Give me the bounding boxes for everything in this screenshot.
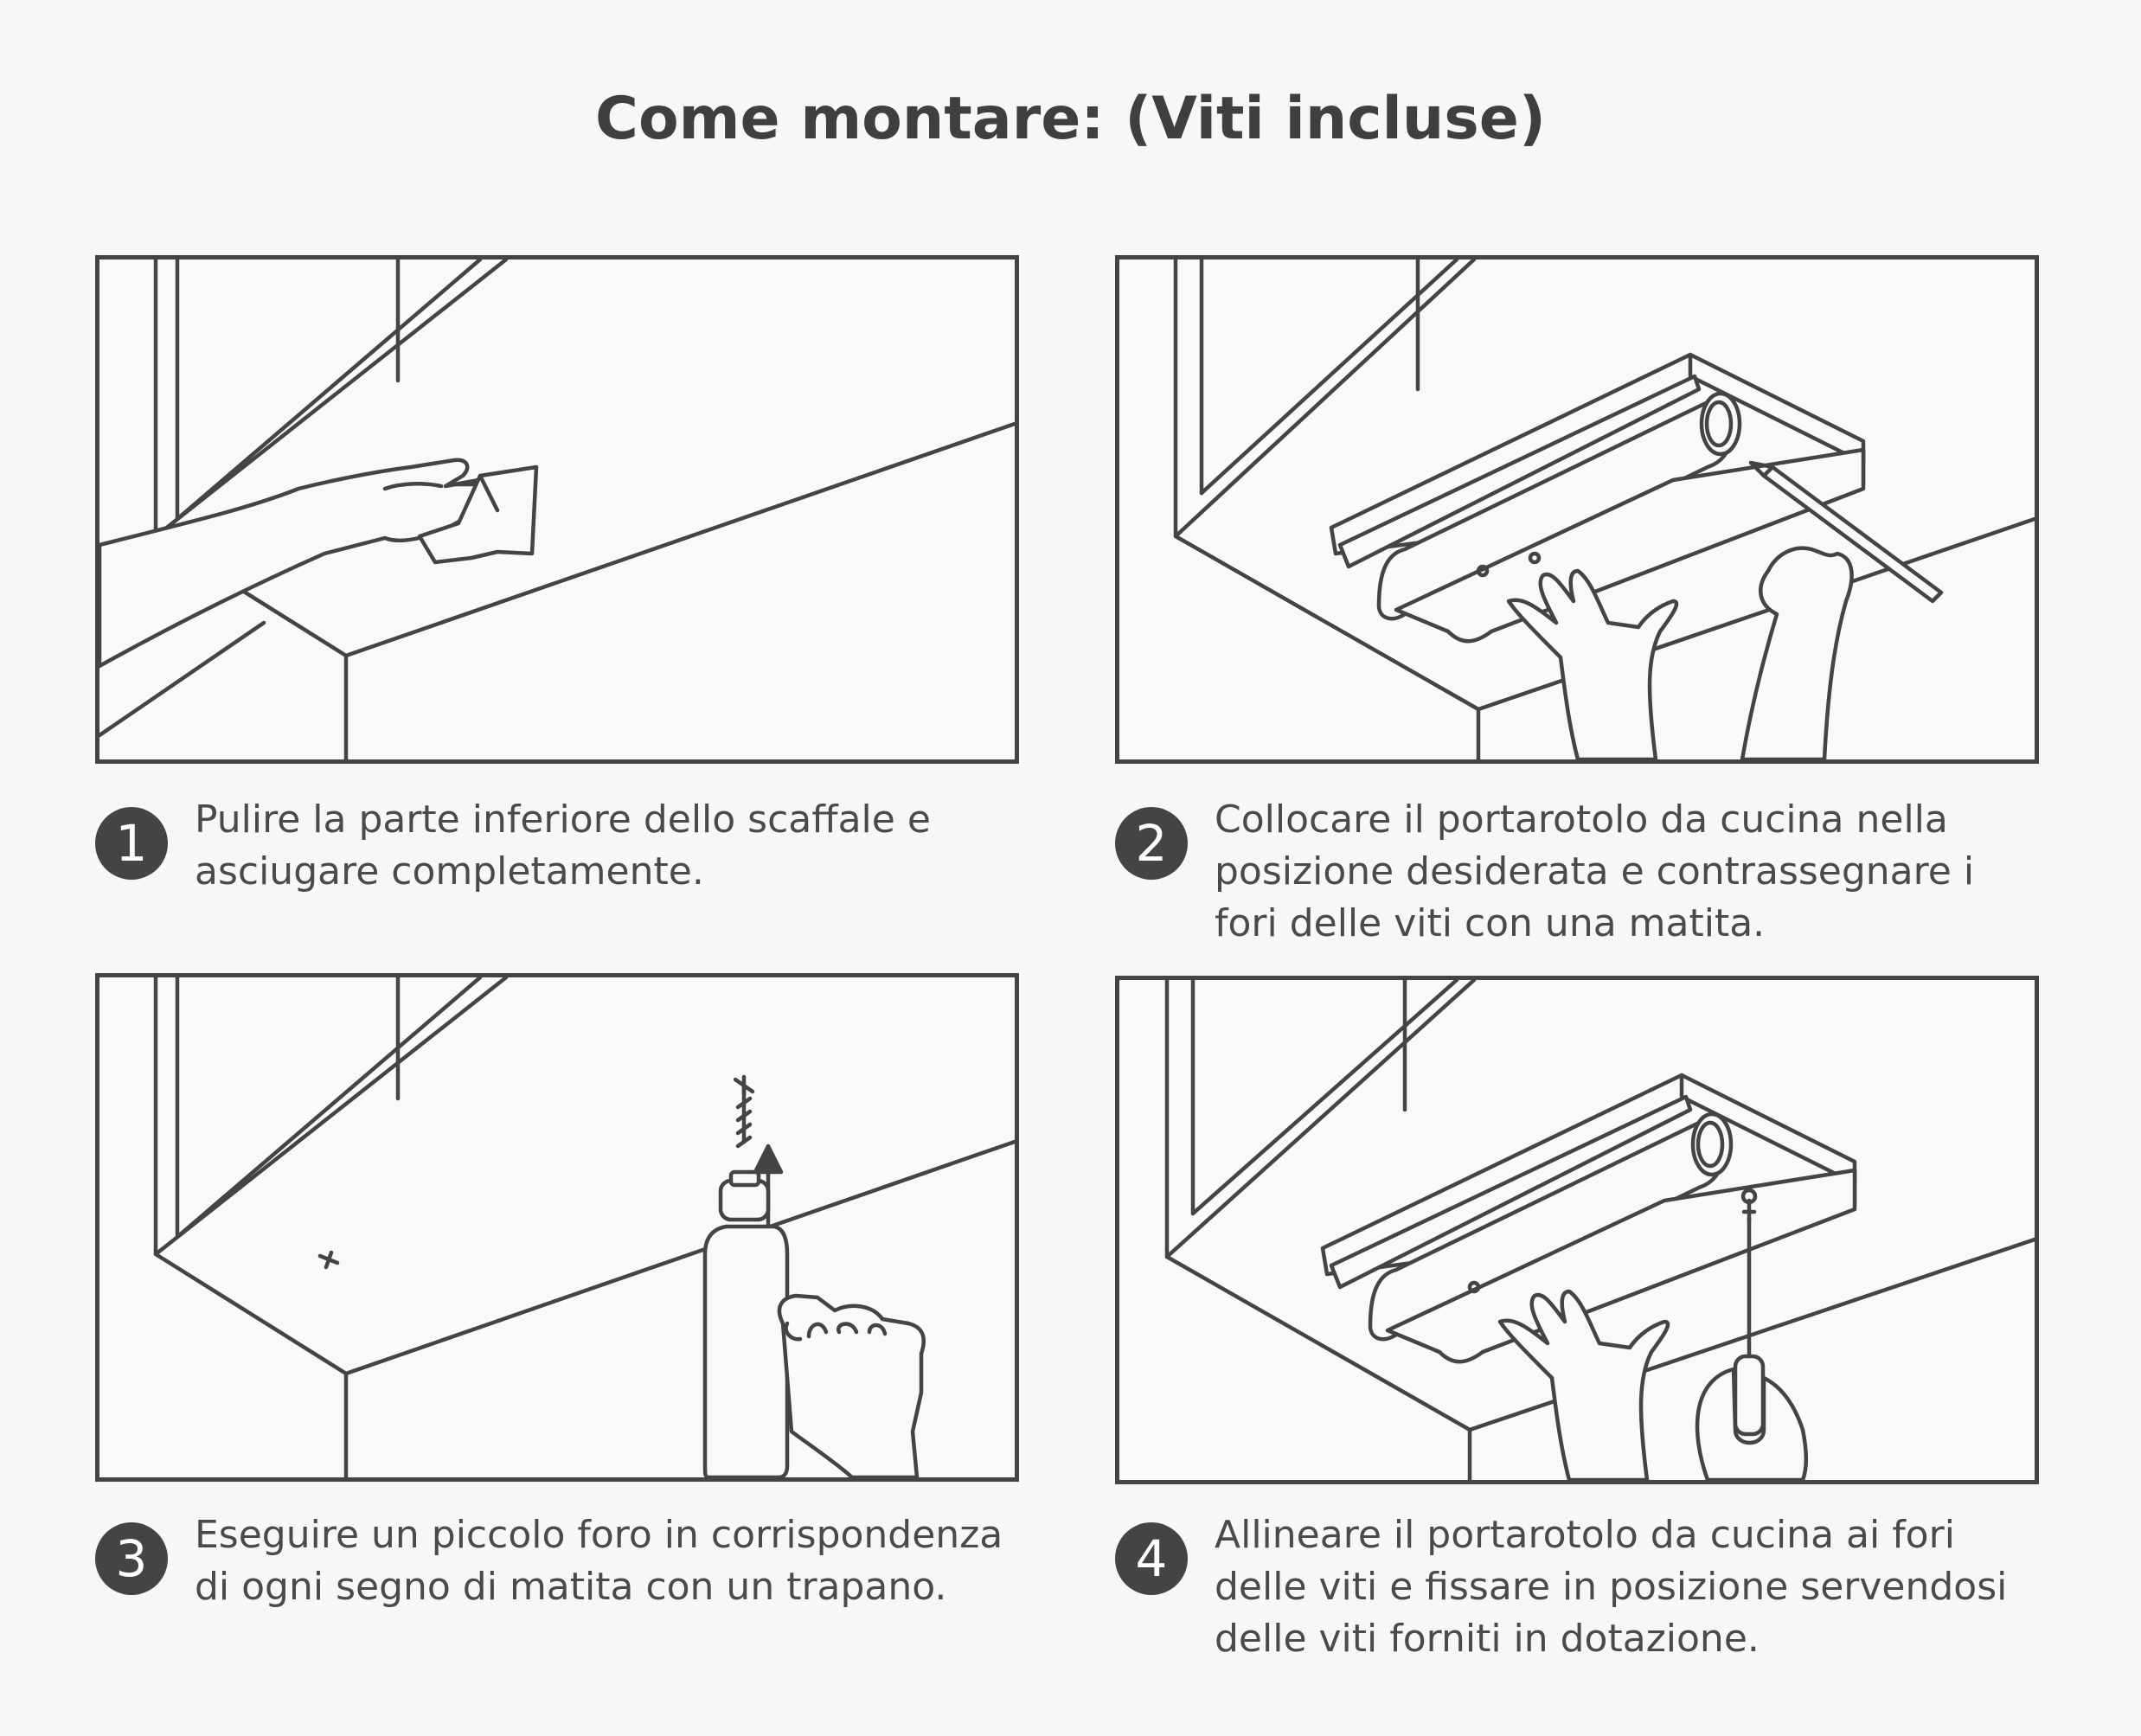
hand-icon	[777, 1293, 926, 1477]
hand-icon	[1497, 1289, 1670, 1480]
step-instruction: Collocare il portarotolo da cucina nella…	[1215, 798, 1975, 945]
paper-towel-holder	[1320, 1073, 1857, 1364]
pencil-icon	[1748, 460, 1944, 604]
illustration-step-1	[95, 255, 1019, 764]
illustration-step-4	[1115, 976, 2039, 1484]
drill-icon	[702, 1074, 790, 1477]
step-number-badge: 4	[1115, 1522, 1188, 1595]
step-3: 3 Eseguire un piccolo foro in corrispond…	[95, 1509, 1029, 1682]
illustration-step-2	[1115, 255, 2039, 764]
step-number-badge: 2	[1115, 807, 1188, 880]
step-4: 4 Allineare il portarotolo da cucina ai …	[1115, 1509, 2049, 1682]
step-number-badge: 3	[95, 1522, 168, 1595]
step-1: 1 Pulire la parte inferiore dello scaffa…	[95, 794, 1029, 967]
drilling-illustration	[153, 977, 1015, 1477]
hand-icon	[1695, 1367, 1808, 1480]
hand-icon	[1740, 546, 1854, 759]
pencil-mark	[317, 1250, 340, 1270]
step-2: 2 Collocare il portarotolo da cucina nel…	[1115, 794, 2049, 967]
step-number-badge: 1	[95, 807, 168, 880]
paper-towel-holder	[1329, 352, 1866, 644]
page-title: Come montare: (Viti incluse)	[595, 85, 1546, 153]
illustration-step-3	[95, 973, 1019, 1482]
step-instruction: Eseguire un piccolo foro in corrisponden…	[195, 1513, 1003, 1609]
holder-marking-illustration	[1173, 259, 2035, 759]
hand-icon	[1506, 568, 1679, 759]
cloth-icon	[417, 464, 539, 565]
hand-icon	[99, 458, 491, 669]
shelf-cleaning-illustration	[99, 259, 1015, 759]
screwing-illustration	[1164, 980, 2035, 1480]
step-instruction: Allineare il portarotolo da cucina ai fo…	[1215, 1513, 2008, 1661]
step-instruction: Pulire la parte inferiore dello scaffale…	[195, 798, 931, 894]
